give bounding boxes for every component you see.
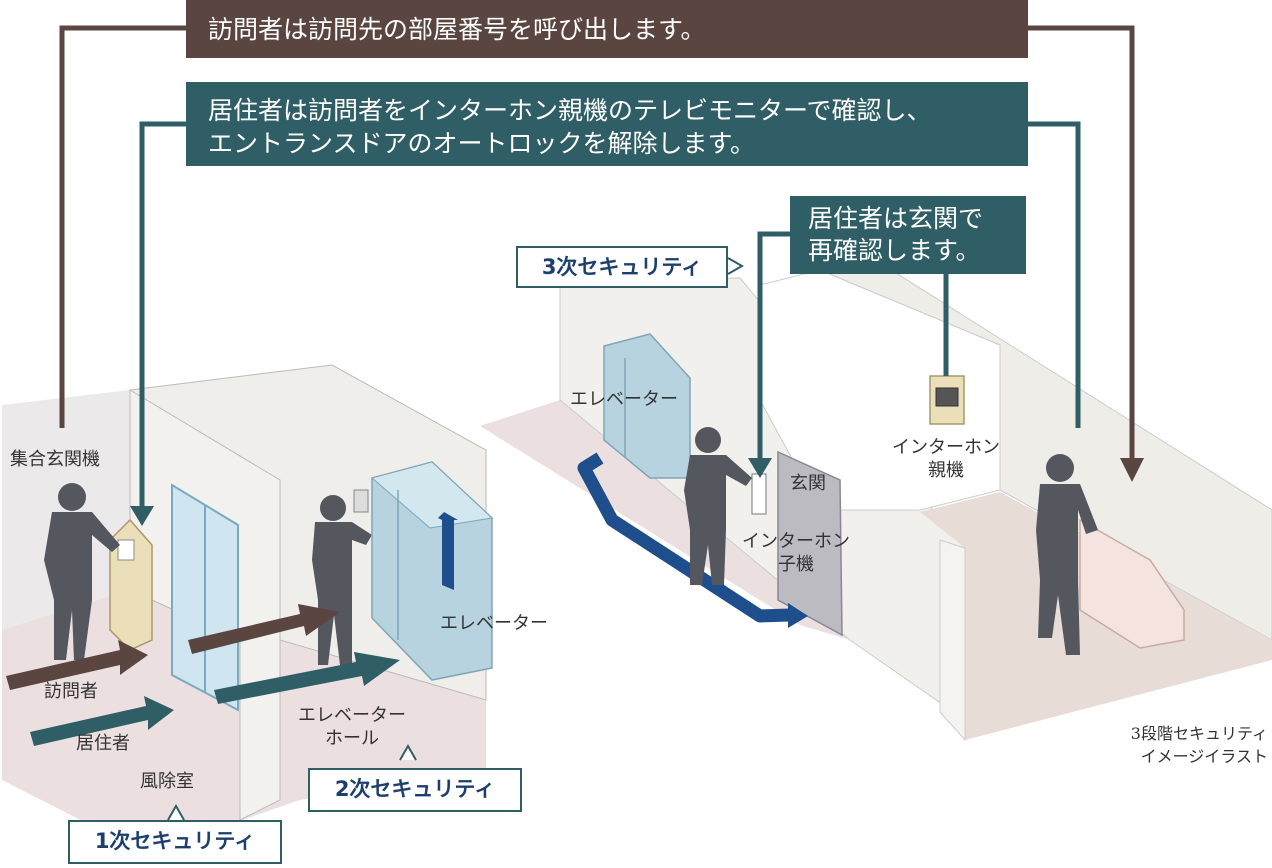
windbreak-back-wall — [2, 390, 130, 630]
first-security-label: 1次セキュリティ — [68, 820, 282, 864]
reconfirm-line2: 再確認します。 — [808, 236, 981, 265]
elevator-hall-line1: エレベーター — [298, 705, 406, 726]
visitor-label: 訪問者 — [44, 681, 98, 702]
caption-line2: イメージイラスト — [1140, 747, 1268, 766]
elevator-right-label: エレベーター — [570, 389, 678, 410]
intercom-child-label: インターホン 子機 — [742, 530, 850, 576]
resident-arrow-2 — [214, 652, 400, 704]
intercom-child — [751, 473, 767, 515]
elevator-up-arrow — [438, 512, 458, 590]
third-security-label: 3次セキュリティ — [516, 246, 728, 288]
elevator-left-label: エレベーター — [440, 613, 548, 634]
resident-arrow-1 — [30, 696, 174, 746]
front-door — [777, 450, 843, 637]
visitor-arrow-2 — [188, 604, 340, 654]
visitor-call-text: 訪問者は訪問先の部屋番号を呼び出します。 — [208, 15, 706, 44]
reconfirm-line1: 居住者は玄関で — [808, 204, 984, 233]
intercom-child-line2: 子機 — [778, 554, 814, 575]
resident-confirm-banner: 居住者は訪問者をインターホン親機のテレビモニターで確認し、 エントランスドアのオ… — [186, 82, 1028, 166]
entrance-panel-label: 集合玄関機 — [10, 449, 100, 470]
elevator-hall-label: エレベーター ホール — [298, 704, 406, 750]
resident-confirm-line2: エントランスドアのオートロックを解除します。 — [208, 129, 756, 158]
visitor-arrow-1 — [6, 640, 148, 690]
resident-figure-room — [1036, 454, 1098, 655]
hall-intercom — [353, 489, 369, 513]
intercom-child-line1: インターホン — [742, 531, 850, 552]
visitor-call-banner: 訪問者は訪問先の部屋番号を呼び出します。 — [186, 0, 1028, 58]
resident-confirm-line1: 居住者は訪問者をインターホン親機のテレビモニターで確認し、 — [208, 96, 932, 125]
resident-route-arrow — [577, 452, 791, 623]
intercom-parent-label: インターホン 親機 — [892, 436, 1000, 482]
sofa — [1079, 518, 1185, 649]
elevator-hall-line2: ホール — [325, 728, 379, 749]
front-door-label: 玄関 — [790, 473, 826, 494]
intercom-parent-line1: インターホン — [892, 437, 1000, 458]
second-security-label: 2次セキュリティ — [308, 768, 522, 812]
intercom-parent-line2: 親機 — [928, 460, 964, 481]
windbreak-room-label: 風除室 — [140, 771, 194, 792]
connector-lines — [59, 25, 1144, 526]
resident-figure-left — [312, 495, 372, 665]
resident-figure-corridor — [684, 427, 752, 585]
resident-label: 居住者 — [76, 733, 130, 754]
caption-line1: 3段階セキュリティ — [1130, 724, 1268, 743]
reconfirm-box: 居住者は玄関で 再確認します。 — [790, 196, 1026, 274]
visitor-figure — [44, 483, 120, 660]
right-scene — [480, 257, 1272, 742]
illustration-caption: 3段階セキュリティ イメージイラスト — [1131, 722, 1268, 768]
